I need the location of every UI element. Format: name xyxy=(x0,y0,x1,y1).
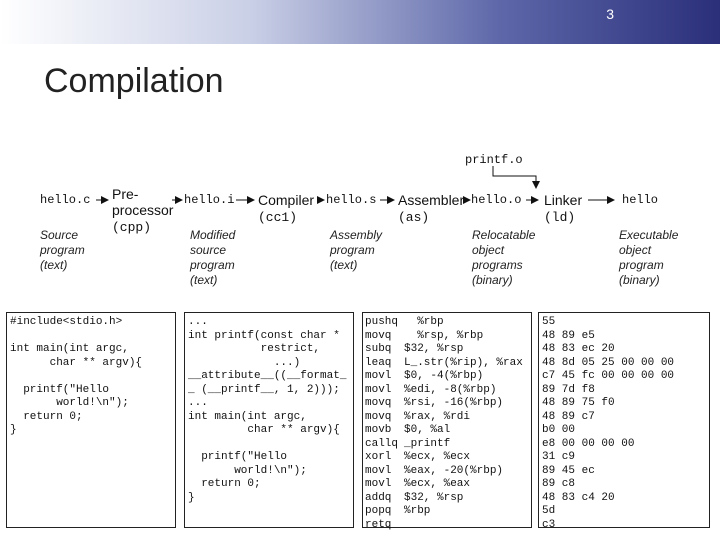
compiler-command: (cc1) xyxy=(258,210,298,225)
preprocessed-code: ... int printf(const char * restrict, ..… xyxy=(188,316,347,504)
relocatable-file-desc: Relocatable object programs (binary) xyxy=(472,228,536,287)
linker-name: Linker xyxy=(544,192,583,208)
page-number: 3 xyxy=(606,6,614,22)
arrow-printf-to-ld xyxy=(492,166,540,189)
assembler-name: Assembler xyxy=(398,192,465,208)
preprocessor-command: (cpp) xyxy=(112,220,152,235)
linker-stage: Linker (ld) xyxy=(544,192,582,226)
preprocessed-code-box: ... int printf(const char * restrict, ..… xyxy=(184,312,354,528)
assembly-file-desc: Assembly program (text) xyxy=(330,228,383,272)
machine-code: 55 48 89 e5 48 83 ec 20 48 8d 05 25 00 0… xyxy=(542,316,675,531)
printf-object-file: printf.o xyxy=(465,153,523,167)
title-bar-gradient xyxy=(0,0,720,44)
assembler-command: (as) xyxy=(398,210,430,225)
preprocessor-name: Pre-processor xyxy=(112,186,174,218)
modified-file-desc: Modified source program (text) xyxy=(190,228,236,287)
relocatable-file-name: hello.o xyxy=(471,193,522,207)
executable-file-name: hello xyxy=(622,193,659,207)
assembler-stage: Assembler (as) xyxy=(398,192,464,226)
compiler-name: Compiler xyxy=(258,192,315,208)
assembly-file-name: hello.s xyxy=(326,193,377,207)
machine-code-box: 55 48 89 e5 48 83 ec 20 48 8d 05 25 00 0… xyxy=(538,312,710,531)
source-file-name: hello.c xyxy=(40,193,91,207)
modified-file-name: hello.i xyxy=(184,193,235,207)
assembly-mnemonics: pushq movq subq leaq movl movl movq movq… xyxy=(365,316,399,531)
slide-title: Compilation xyxy=(44,62,224,100)
assembly-code-box: pushq movq subq leaq movl movl movq movq… xyxy=(362,312,532,531)
executable-file-desc: Executable object program (binary) xyxy=(619,228,679,287)
source-file-desc: Source program (text) xyxy=(40,228,85,272)
compiler-stage: Compiler (cc1) xyxy=(258,192,314,226)
source-code: #include<stdio.h> int main(int argc, cha… xyxy=(10,316,143,436)
assembly-operands: %rbp %rsp, %rbp $32, %rsp L_.str(%rip), … xyxy=(404,316,523,517)
source-code-box: #include<stdio.h> int main(int argc, cha… xyxy=(6,312,176,528)
preprocessor-stage: Pre-processor (cpp) xyxy=(112,186,176,236)
linker-command: (ld) xyxy=(544,210,576,225)
